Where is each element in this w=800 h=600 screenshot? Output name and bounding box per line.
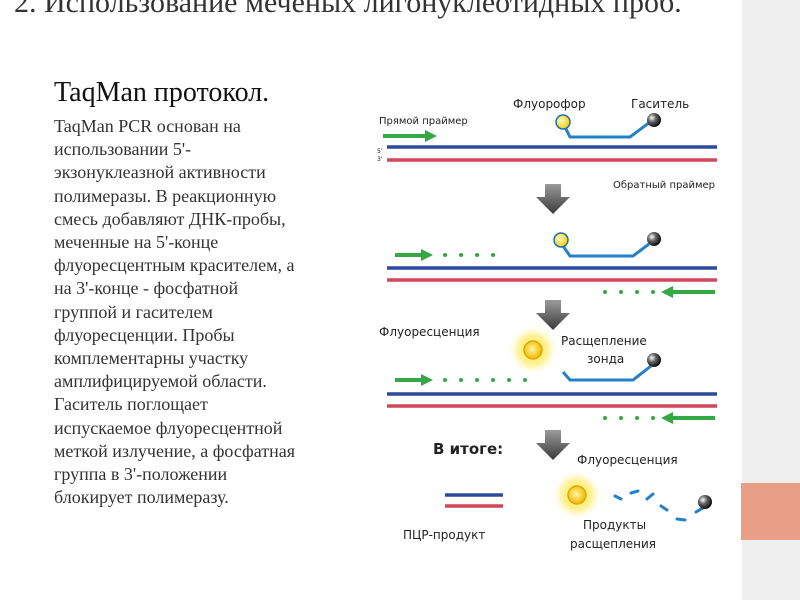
reverse-primer-arrow-3 [603, 412, 715, 424]
reverse-primer-arrow-2 [603, 286, 715, 298]
quencher-2 [647, 232, 661, 246]
label-products-1: Продукты [583, 518, 646, 532]
probe-3 [561, 364, 652, 382]
label-reverse-primer: Обратный праймер [613, 180, 715, 191]
label-fluorophore: Флуорофор [513, 97, 586, 111]
label-cleavage-1: Расщепление [561, 334, 647, 348]
cleaved-probe-fragments [613, 489, 705, 522]
quencher-3 [647, 353, 661, 367]
fluorophore-2 [553, 232, 569, 248]
quencher-1 [647, 113, 661, 127]
forward-primer-arrow-3 [395, 374, 527, 386]
probe-1 [563, 120, 651, 139]
fluorophore-1 [555, 114, 571, 130]
fluorophore-free-1 [523, 340, 543, 360]
step-arrow-2 [536, 300, 570, 330]
label-quencher: Гаситель [631, 97, 689, 111]
label-strand-5: 5' [377, 148, 383, 155]
body-text: TaqMan PCR основан на использовании 5'- … [54, 116, 295, 508]
accent-block [741, 483, 800, 540]
slide-title: 2. Использование меченых лигонуклеотидны… [14, 0, 682, 19]
taqman-diagram: Флуорофор Гаситель Прямой праймер 5' 3' … [377, 97, 717, 551]
fluorophore-free-2 [567, 485, 587, 505]
slide-subtitle: TaqMan протокол. [54, 77, 270, 108]
label-result: В итоге: [433, 440, 503, 458]
label-fluorescence-1: Флуоресценция [379, 325, 480, 339]
label-fluorescence-2: Флуоресценция [577, 453, 678, 467]
pcr-product-icon [445, 493, 503, 508]
step-arrow-3 [536, 430, 570, 460]
label-products-2: расщепления [570, 537, 656, 551]
label-cleavage-2: зонда [587, 352, 624, 366]
label-strand-3: 3' [377, 156, 383, 163]
label-pcr-product: ПЦР-продукт [403, 528, 485, 542]
label-forward-primer: Прямой праймер [379, 116, 468, 127]
quencher-4 [698, 495, 712, 509]
forward-primer-arrow-1 [383, 130, 437, 142]
step-arrow-1 [536, 184, 570, 214]
probe-2 [561, 242, 650, 258]
forward-primer-arrow-2 [395, 249, 495, 261]
